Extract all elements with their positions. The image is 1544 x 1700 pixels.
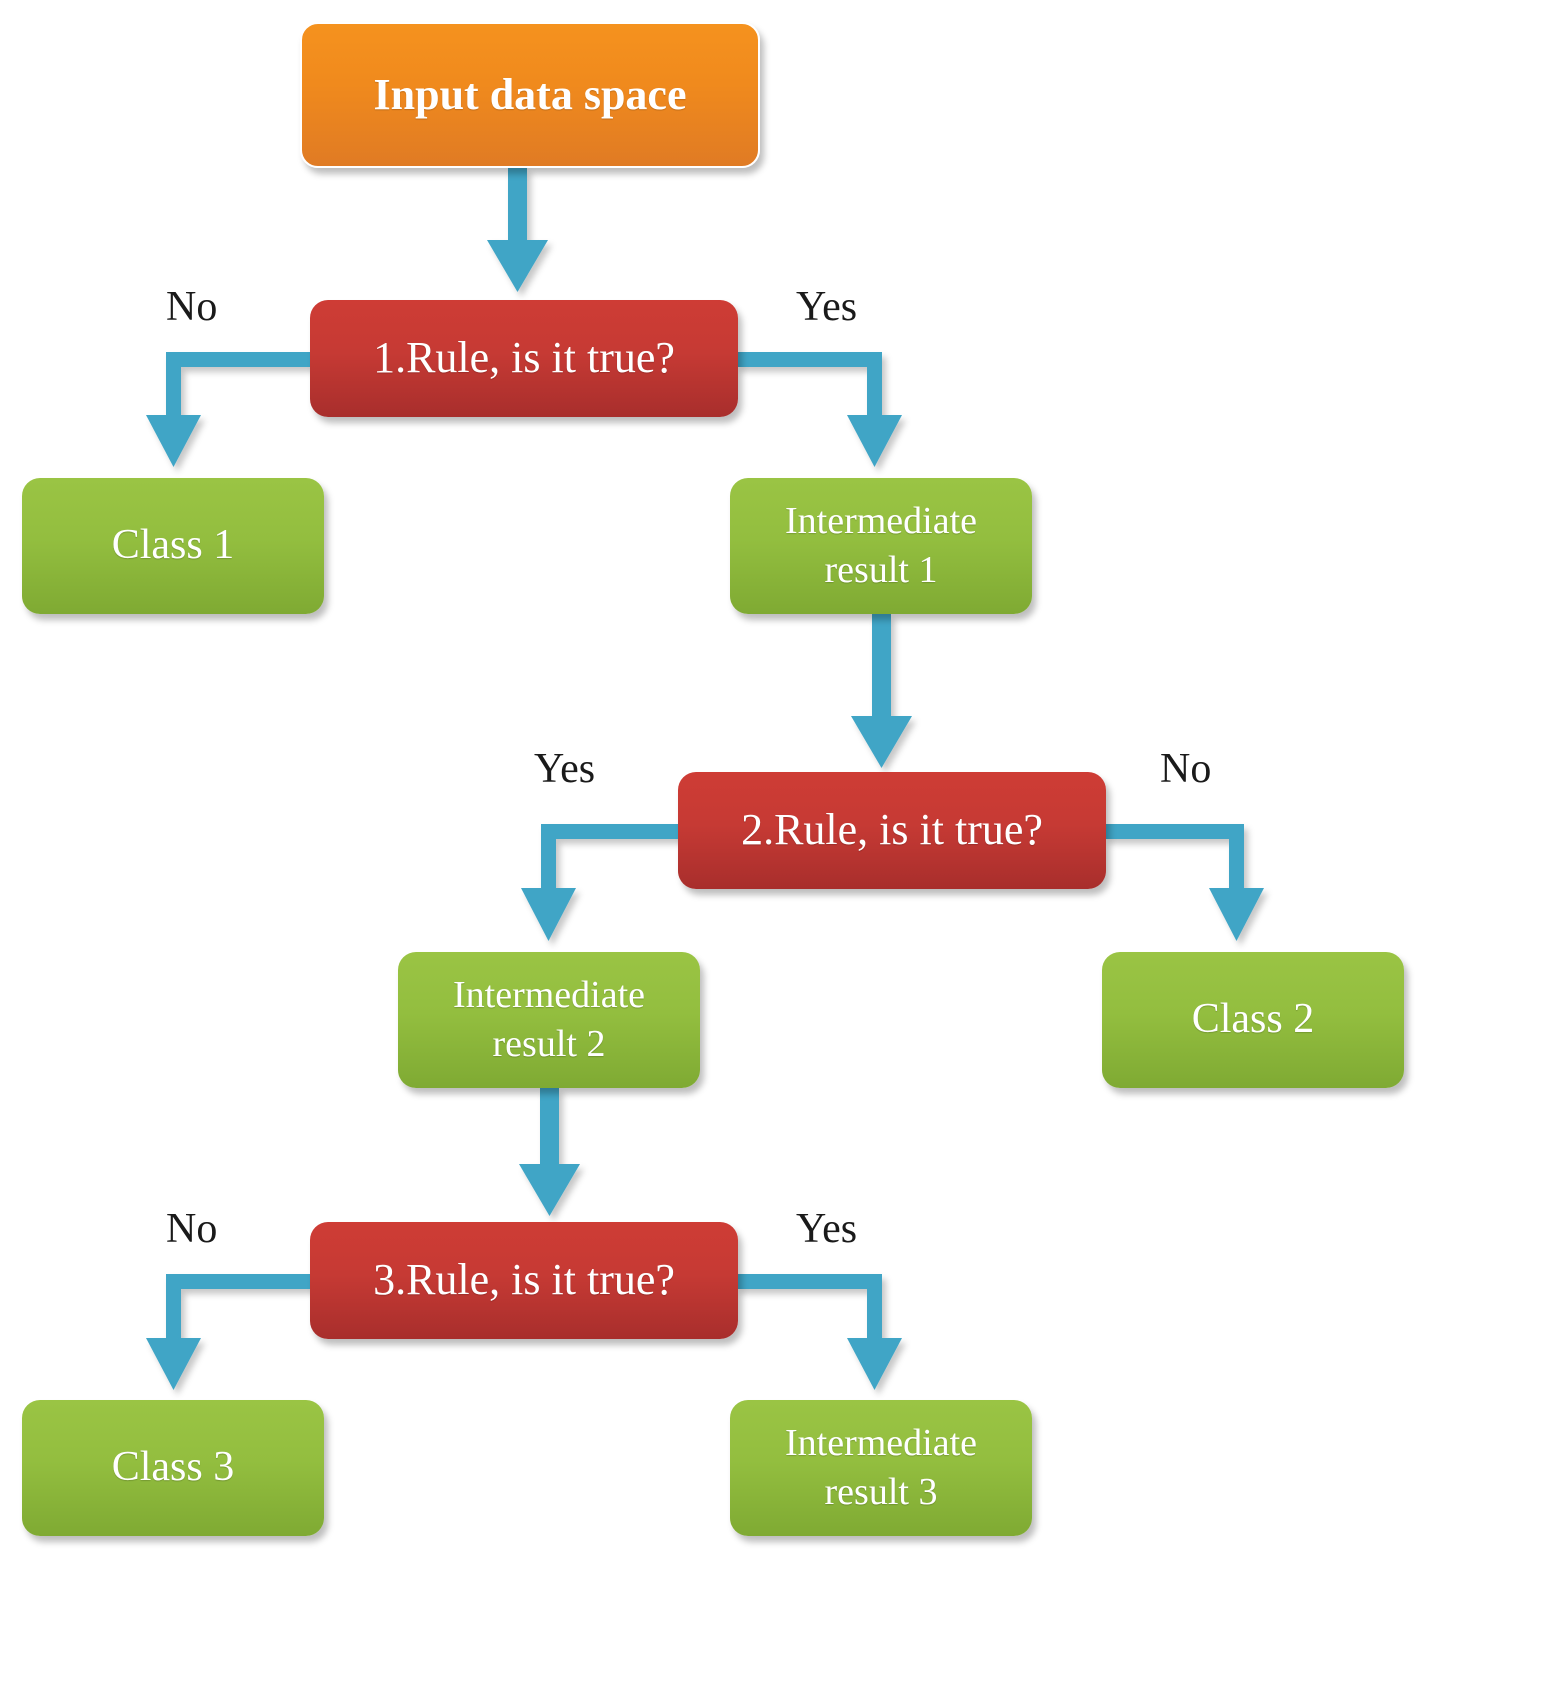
node-label: Class 2 xyxy=(1191,996,1315,1043)
edge-input-to-rule1 xyxy=(487,168,548,292)
edge-rule1-yes xyxy=(736,352,902,467)
edge-inter2-to-rule3 xyxy=(519,1088,580,1216)
edge-label-rule1-yes: Yes xyxy=(796,284,858,330)
edge-inter1-to-rule2 xyxy=(851,614,912,768)
edge-label-rule1-no: No xyxy=(166,284,218,330)
edge-label-rule2-no: No xyxy=(1160,746,1212,792)
node-rule-1[interactable]: 1.Rule, is it true? xyxy=(310,300,738,417)
node-rule-3[interactable]: 3.Rule, is it true? xyxy=(310,1222,738,1339)
edge-rule1-no xyxy=(146,352,312,467)
node-label: 3.Rule, is it true? xyxy=(373,1255,675,1305)
node-class-3[interactable]: Class 3 xyxy=(22,1400,324,1536)
edge-rule2-no xyxy=(1104,824,1264,941)
node-label: 2.Rule, is it true? xyxy=(741,805,1043,855)
node-label: Input data space xyxy=(373,69,687,119)
edge-rule3-yes xyxy=(736,1274,902,1390)
edge-label-rule2-yes: Yes xyxy=(534,746,596,792)
edge-rule2-yes xyxy=(521,824,681,941)
node-class-2[interactable]: Class 2 xyxy=(1102,952,1404,1088)
node-rule-2[interactable]: 2.Rule, is it true? xyxy=(678,772,1106,889)
node-label: Class 1 xyxy=(111,522,235,569)
edge-rule3-no xyxy=(146,1274,312,1390)
node-label: Class 3 xyxy=(111,1444,235,1491)
node-input-data-space[interactable]: Input data space xyxy=(300,22,760,168)
edge-label-rule3-yes: Yes xyxy=(796,1206,858,1252)
edge-label-rule3-no: No xyxy=(166,1206,218,1252)
node-class-1[interactable]: Class 1 xyxy=(22,478,324,614)
node-label: 1.Rule, is it true? xyxy=(373,333,675,383)
